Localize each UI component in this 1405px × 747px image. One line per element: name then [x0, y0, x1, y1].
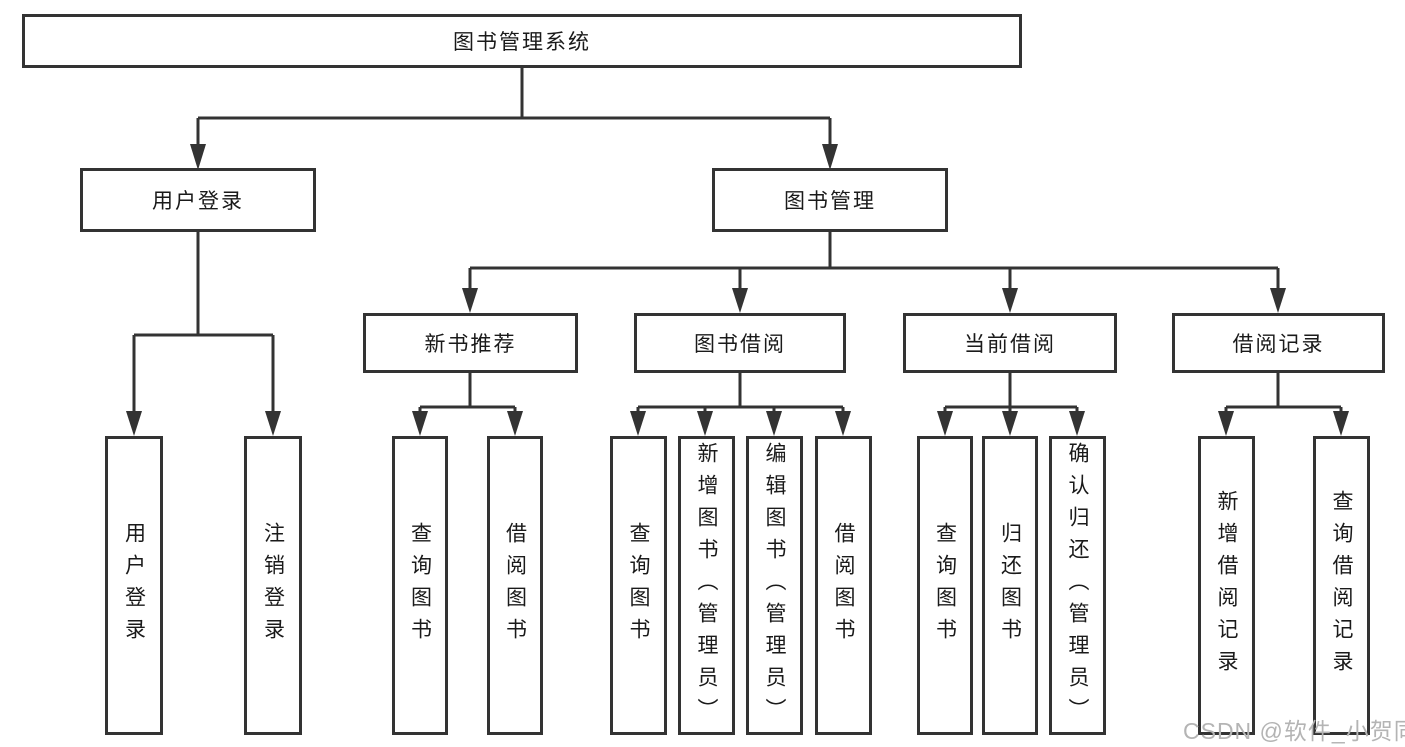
node-label: 图书管理系统 [453, 31, 591, 54]
node-book-management: 图书管理 [712, 168, 948, 232]
leaf-label: 确认归还（管理员） [1066, 441, 1089, 730]
node-current-borrowing: 当前借阅 [903, 313, 1117, 373]
node-book-borrowing: 图书借阅 [634, 313, 846, 373]
node-new-book-recommend: 新书推荐 [363, 313, 578, 373]
leaf-label: 查询借阅记录 [1330, 489, 1353, 682]
leaf-label: 归还图书 [998, 521, 1022, 650]
leaf-label: 借阅图书 [832, 521, 855, 650]
leaf-query-books-recommend: 查询图书 [392, 436, 448, 735]
leaf-label: 注销登录 [261, 521, 285, 650]
leaf-return-books: 归还图书 [982, 436, 1038, 735]
leaf-label: 借阅图书 [503, 521, 527, 650]
leaf-query-books-borrowing: 查询图书 [610, 436, 667, 735]
node-label: 借阅记录 [1232, 333, 1325, 356]
leaf-add-book-admin: 新增图书（管理员） [678, 436, 735, 735]
leaf-label: 查询图书 [627, 521, 650, 650]
leaf-label: 新增借阅记录 [1215, 489, 1238, 682]
node-label: 用户登录 [152, 190, 244, 213]
node-library-management-system: 图书管理系统 [22, 14, 1022, 68]
node-label: 图书借阅 [694, 333, 786, 356]
leaf-borrow-books-recommend: 借阅图书 [487, 436, 543, 735]
watermark: CSDN @软件_小贺同学 [1183, 718, 1405, 744]
leaf-confirm-return-admin: 确认归还（管理员） [1049, 436, 1106, 735]
leaf-label: 查询图书 [933, 521, 957, 650]
leaf-edit-book-admin: 编辑图书（管理员） [746, 436, 803, 735]
leaf-label: 新增图书（管理员） [695, 441, 718, 730]
node-label: 新书推荐 [424, 333, 517, 356]
leaf-user-login: 用户登录 [105, 436, 163, 735]
node-user-login: 用户登录 [80, 168, 316, 232]
node-label: 图书管理 [784, 190, 876, 213]
leaf-label: 编辑图书（管理员） [763, 441, 786, 730]
leaf-logout: 注销登录 [244, 436, 302, 735]
leaf-label: 用户登录 [122, 521, 146, 650]
leaf-query-borrow-record: 查询借阅记录 [1313, 436, 1370, 735]
leaf-borrow-books: 借阅图书 [815, 436, 872, 735]
node-borrow-records: 借阅记录 [1172, 313, 1385, 373]
leaf-add-borrow-record: 新增借阅记录 [1198, 436, 1255, 735]
node-label: 当前借阅 [964, 333, 1056, 356]
leaf-query-books-current: 查询图书 [917, 436, 973, 735]
leaf-label: 查询图书 [408, 521, 432, 650]
